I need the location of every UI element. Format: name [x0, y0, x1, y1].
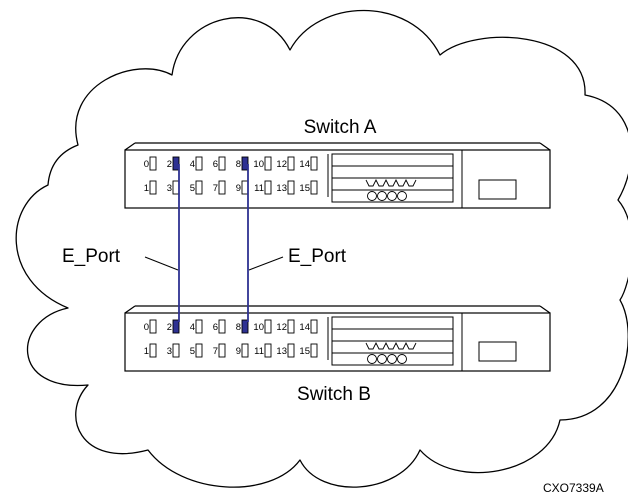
switch-a-port-0-number: 0	[144, 159, 149, 170]
switch-b-port-11-number: 11	[254, 346, 264, 357]
switch-b-port-6-slot	[218, 319, 226, 334]
switch-b-power-module	[478, 341, 517, 362]
switch-b-port-14-slot	[310, 319, 318, 334]
switch-b-port-5-slot	[195, 343, 203, 358]
switch-b-port-0-slot	[149, 319, 157, 334]
switch-a-port-6-slot	[218, 156, 226, 171]
switch-b-port-2-number: 2	[167, 322, 172, 333]
e-port-right-leader	[248, 256, 284, 271]
switch-b-port-12-slot	[287, 319, 295, 334]
switch-b-port-13-number: 13	[276, 346, 287, 357]
switch-b-port-8-e-port-slot	[241, 319, 249, 334]
switch-a-port-9-number: 9	[236, 183, 241, 194]
switch-a-port-10-number: 10	[253, 159, 264, 170]
switch-a-port-14-slot	[310, 156, 318, 171]
switch-a-port-12-number: 12	[276, 159, 287, 170]
switch-b-port-9-number: 9	[236, 346, 241, 357]
e-port-right-label: E_Port	[288, 246, 347, 267]
switch-b-status-leds	[367, 354, 407, 364]
switch-a-port-5-slot	[195, 180, 203, 195]
switch-a-port-0-slot	[149, 156, 157, 171]
switch-b-serial-connector-icon	[365, 341, 417, 350]
switch-a-port-15-slot	[310, 180, 318, 195]
switch-a-port-10-slot	[264, 156, 272, 171]
switch-a-port-11-number: 11	[254, 183, 264, 194]
switch-a-port-7-slot	[218, 180, 226, 195]
switch-a-port-13-slot	[287, 180, 295, 195]
switch-b-port-10-number: 10	[253, 322, 264, 333]
switch-b-port-8-number: 8	[236, 322, 241, 333]
switch-b-port-7-number: 7	[213, 346, 218, 357]
switch-a-port-7-number: 7	[213, 183, 218, 194]
switch-a-port-3-number: 3	[167, 183, 172, 194]
figure-id: CXO7339A	[543, 481, 604, 495]
switch-b-port-1-slot	[149, 343, 157, 358]
switch-a-port-1-slot	[149, 180, 157, 195]
switch-b-port-15-number: 15	[299, 346, 310, 357]
switch-b-port-3-slot	[172, 343, 180, 358]
fabric-cloud	[15, 9, 628, 488]
switch-a-status-leds	[367, 191, 407, 201]
switch-b-label: Switch B	[297, 384, 371, 405]
switch-a-port-2-e-port-slot	[172, 156, 180, 171]
switch-b-port-12-number: 12	[276, 322, 287, 333]
switch-b-port-14-number: 14	[299, 322, 310, 333]
switch-a-port-4-slot	[195, 156, 203, 171]
switch-a-port-1-number: 1	[144, 183, 149, 194]
switch-b-port-6-number: 6	[213, 322, 218, 333]
switch-a-port-12-slot	[287, 156, 295, 171]
switch-b-port-2-e-port-slot	[172, 319, 180, 334]
switch-a-serial-connector-icon	[365, 178, 417, 187]
switch-a-port-4-number: 4	[190, 159, 195, 170]
switch-a-port-14-number: 14	[299, 159, 310, 170]
switch-a-port-5-number: 5	[190, 183, 195, 194]
switch-b-port-7-slot	[218, 343, 226, 358]
switch-a-port-15-number: 15	[299, 183, 310, 194]
switch-b-port-10-slot	[264, 319, 272, 334]
switch-b-port-15-slot	[310, 343, 318, 358]
switch-b-port-1-number: 1	[144, 346, 149, 357]
switch-b-port-3-number: 3	[167, 346, 172, 357]
e-port-left-label: E_Port	[62, 246, 121, 267]
switch-a-label: Switch A	[304, 117, 377, 138]
switch-b-port-0-number: 0	[144, 322, 149, 333]
switch-a-port-6-number: 6	[213, 159, 218, 170]
switch-b-port-11-slot	[264, 343, 272, 358]
switch-b-port-4-number: 4	[190, 322, 195, 333]
switch-a-port-11-slot	[264, 180, 272, 195]
switch-a-port-8-e-port-slot	[241, 156, 249, 171]
switch-b-port-5-number: 5	[190, 346, 195, 357]
switch-a-port-2-number: 2	[167, 159, 172, 170]
switch-a-port-8-number: 8	[236, 159, 241, 170]
switch-b-port-9-slot	[241, 343, 249, 358]
switch-a-port-13-number: 13	[276, 183, 287, 194]
switch-a-power-module	[478, 179, 517, 200]
switch-b-port-13-slot	[287, 343, 295, 358]
switch-b-port-4-slot	[195, 319, 203, 334]
e-port-left-leader	[144, 256, 179, 271]
